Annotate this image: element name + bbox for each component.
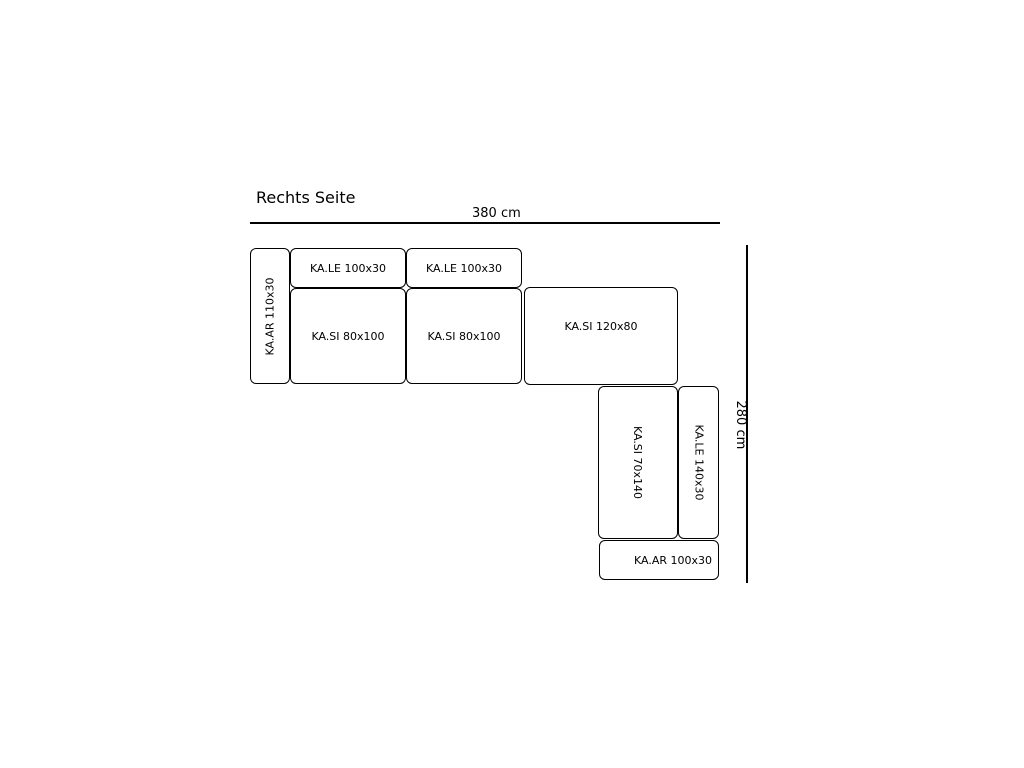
piece-label: KA.SI 80x100 — [427, 329, 501, 343]
sofa-piece-armrest-left[interactable]: KA.AR 110x30 — [250, 248, 290, 384]
piece-label: KA.SI 120x80 — [564, 319, 638, 333]
piece-label: KA.SI 70x140 — [631, 425, 645, 500]
sofa-piece-backrest-1[interactable]: KA.LE 100x30 — [290, 248, 406, 288]
piece-label: KA.LE 100x30 — [426, 261, 502, 275]
width-dimension-label: 380 cm — [472, 206, 521, 221]
piece-label: KA.SI 80x100 — [311, 329, 385, 343]
piece-label: KA.AR 110x30 — [263, 276, 277, 356]
piece-label: KA.LE 100x30 — [310, 261, 386, 275]
piece-label: KA.AR 100x30 — [633, 553, 712, 567]
sofa-piece-seat-1[interactable]: KA.SI 80x100 — [290, 288, 406, 384]
sofa-piece-corner-seat[interactable]: KA.SI 120x80 — [524, 287, 678, 385]
sofa-piece-backrest-3[interactable]: KA.LE 140x30 — [678, 386, 719, 539]
height-dimension-line — [746, 245, 748, 583]
sofa-piece-backrest-2[interactable]: KA.LE 100x30 — [406, 248, 522, 288]
sofa-piece-seat-2[interactable]: KA.SI 80x100 — [406, 288, 522, 384]
height-dimension-label: 280 cm — [733, 400, 748, 450]
sofa-piece-armrest-bottom[interactable]: KA.AR 100x30 — [599, 540, 719, 580]
width-dimension-line — [250, 222, 720, 224]
piece-label: KA.LE 140x30 — [692, 424, 705, 501]
diagram-title: Rechts Seite — [256, 188, 356, 207]
sofa-piece-seat-3[interactable]: KA.SI 70x140 — [598, 386, 678, 539]
